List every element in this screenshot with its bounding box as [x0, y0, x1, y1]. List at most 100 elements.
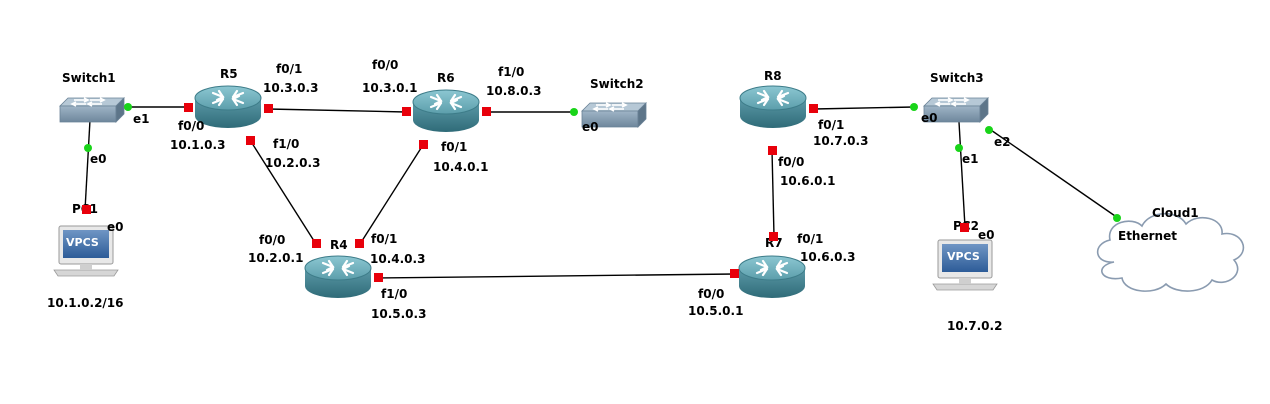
port-status-down — [730, 269, 739, 278]
pc2-ip: 10.7.0.2 — [947, 319, 1002, 333]
iface-label: e0 — [978, 228, 995, 242]
port-status-down — [960, 223, 969, 232]
link-r5-r4[interactable] — [249, 139, 317, 245]
link-r7-r8[interactable] — [771, 149, 775, 237]
iface-label: f0/1 — [441, 140, 467, 154]
iface-label: f0/0 — [698, 287, 724, 301]
node-label-r6: R6 — [437, 71, 455, 85]
iface-label: f0/1 — [818, 118, 844, 132]
ip-label: 10.8.0.3 — [486, 84, 541, 98]
ip-label: 10.4.0.1 — [433, 160, 488, 174]
pc1-ip: 10.1.0.2/16 — [47, 296, 124, 310]
port-markers — [82, 103, 1121, 282]
node-label-switch2: Switch2 — [590, 77, 644, 91]
ip-label: 10.2.0.3 — [265, 156, 320, 170]
pc1-screen-text: VPCS — [66, 236, 99, 249]
node-switch2[interactable]: Switch2 — [581, 77, 647, 128]
iface-label: e0 — [107, 220, 124, 234]
router-icon — [193, 84, 263, 130]
node-label-switch1: Switch1 — [62, 71, 116, 85]
iface-label: f1/0 — [273, 137, 299, 151]
ip-label: 10.2.0.1 — [248, 251, 303, 265]
port-status-down — [184, 103, 193, 112]
port-status-down — [419, 140, 428, 149]
node-switch3[interactable]: Switch3 — [923, 71, 989, 123]
ip-label: 10.5.0.3 — [371, 307, 426, 321]
pc2-screen-text: VPCS — [947, 250, 980, 263]
switch-icon — [59, 97, 125, 123]
link-switch3-cloud1[interactable] — [987, 127, 1119, 219]
port-status-up — [910, 103, 918, 111]
port-status-up — [570, 108, 578, 116]
iface-label: f0/0 — [259, 233, 285, 247]
port-status-down — [355, 239, 364, 248]
iface-label: f1/0 — [498, 65, 524, 79]
iface-label: e1 — [133, 112, 150, 126]
link-r4-r7[interactable] — [377, 273, 736, 279]
iface-label: f0/1 — [797, 232, 823, 246]
iface-label: f0/1 — [276, 62, 302, 76]
port-status-up — [985, 126, 993, 134]
port-status-up — [955, 144, 963, 152]
ip-label: 10.1.0.3 — [170, 138, 225, 152]
port-status-down — [809, 104, 818, 113]
iface-label: f1/0 — [381, 287, 407, 301]
iface-label: f0/1 — [371, 232, 397, 246]
iface-label: f0/0 — [778, 155, 804, 169]
router-icon — [738, 84, 808, 130]
vpcs-icon — [932, 239, 998, 291]
iface-label: e0 — [921, 111, 938, 125]
node-r4[interactable]: R4 — [303, 238, 373, 300]
ip-label: 10.5.0.1 — [688, 304, 743, 318]
links — [84, 106, 1119, 279]
node-label-r5: R5 — [220, 67, 238, 81]
interface-labels: e1 e0 e0 f0/0 10.1.0.3 f0/1 10.3.0.3 f1/… — [90, 58, 1177, 321]
port-status-down — [482, 107, 491, 116]
iface-label: e2 — [994, 135, 1011, 149]
ip-label: 10.7.0.3 — [813, 134, 868, 148]
iface-label: f0/0 — [178, 119, 204, 133]
port-status-down — [246, 136, 255, 145]
ip-label: 10.6.0.3 — [800, 250, 855, 264]
link-r5-r6[interactable] — [267, 108, 407, 113]
link-switch1-pc1[interactable] — [84, 119, 91, 211]
node-label-cloud1: Cloud1 — [1152, 206, 1199, 220]
router-icon — [737, 254, 807, 300]
node-pc1[interactable]: VPCS PC1 10.1.0.2/16 — [47, 202, 124, 310]
node-r7[interactable]: R7 — [737, 236, 807, 300]
node-label-r8: R8 — [764, 69, 782, 83]
cloud-icon — [1096, 212, 1245, 292]
port-status-down — [264, 104, 273, 113]
port-status-down — [402, 107, 411, 116]
ip-label: 10.6.0.1 — [780, 174, 835, 188]
iface-label: e0 — [90, 152, 107, 166]
link-switch3-pc2[interactable] — [958, 121, 966, 228]
port-status-up — [84, 144, 92, 152]
iface-label: Ethernet — [1118, 229, 1177, 243]
port-status-down — [312, 239, 321, 248]
node-switch1[interactable]: Switch1 — [59, 71, 125, 123]
node-cloud1[interactable]: Cloud1 — [1096, 206, 1245, 292]
ip-label: 10.3.0.3 — [263, 81, 318, 95]
iface-label: e1 — [962, 152, 979, 166]
link-r8-switch3[interactable] — [813, 106, 915, 110]
port-status-up — [124, 103, 132, 111]
node-r5[interactable]: R5 — [193, 67, 263, 130]
iface-label: e0 — [582, 120, 599, 134]
router-icon — [303, 254, 373, 300]
node-label-r4: R4 — [330, 238, 348, 252]
node-label-switch3: Switch3 — [930, 71, 984, 85]
node-r6[interactable]: R6 — [411, 71, 481, 134]
port-status-down — [768, 146, 777, 155]
port-status-down — [769, 232, 778, 241]
ip-label: 10.3.0.1 — [362, 81, 417, 95]
node-r8[interactable]: R8 — [738, 69, 808, 130]
iface-label: f0/0 — [372, 58, 398, 72]
port-status-down — [374, 273, 383, 282]
port-status-up — [1113, 214, 1121, 222]
link-r6-r4[interactable] — [359, 144, 424, 245]
router-icon — [411, 88, 481, 134]
port-status-down — [82, 205, 91, 214]
ip-label: 10.4.0.3 — [370, 252, 425, 266]
